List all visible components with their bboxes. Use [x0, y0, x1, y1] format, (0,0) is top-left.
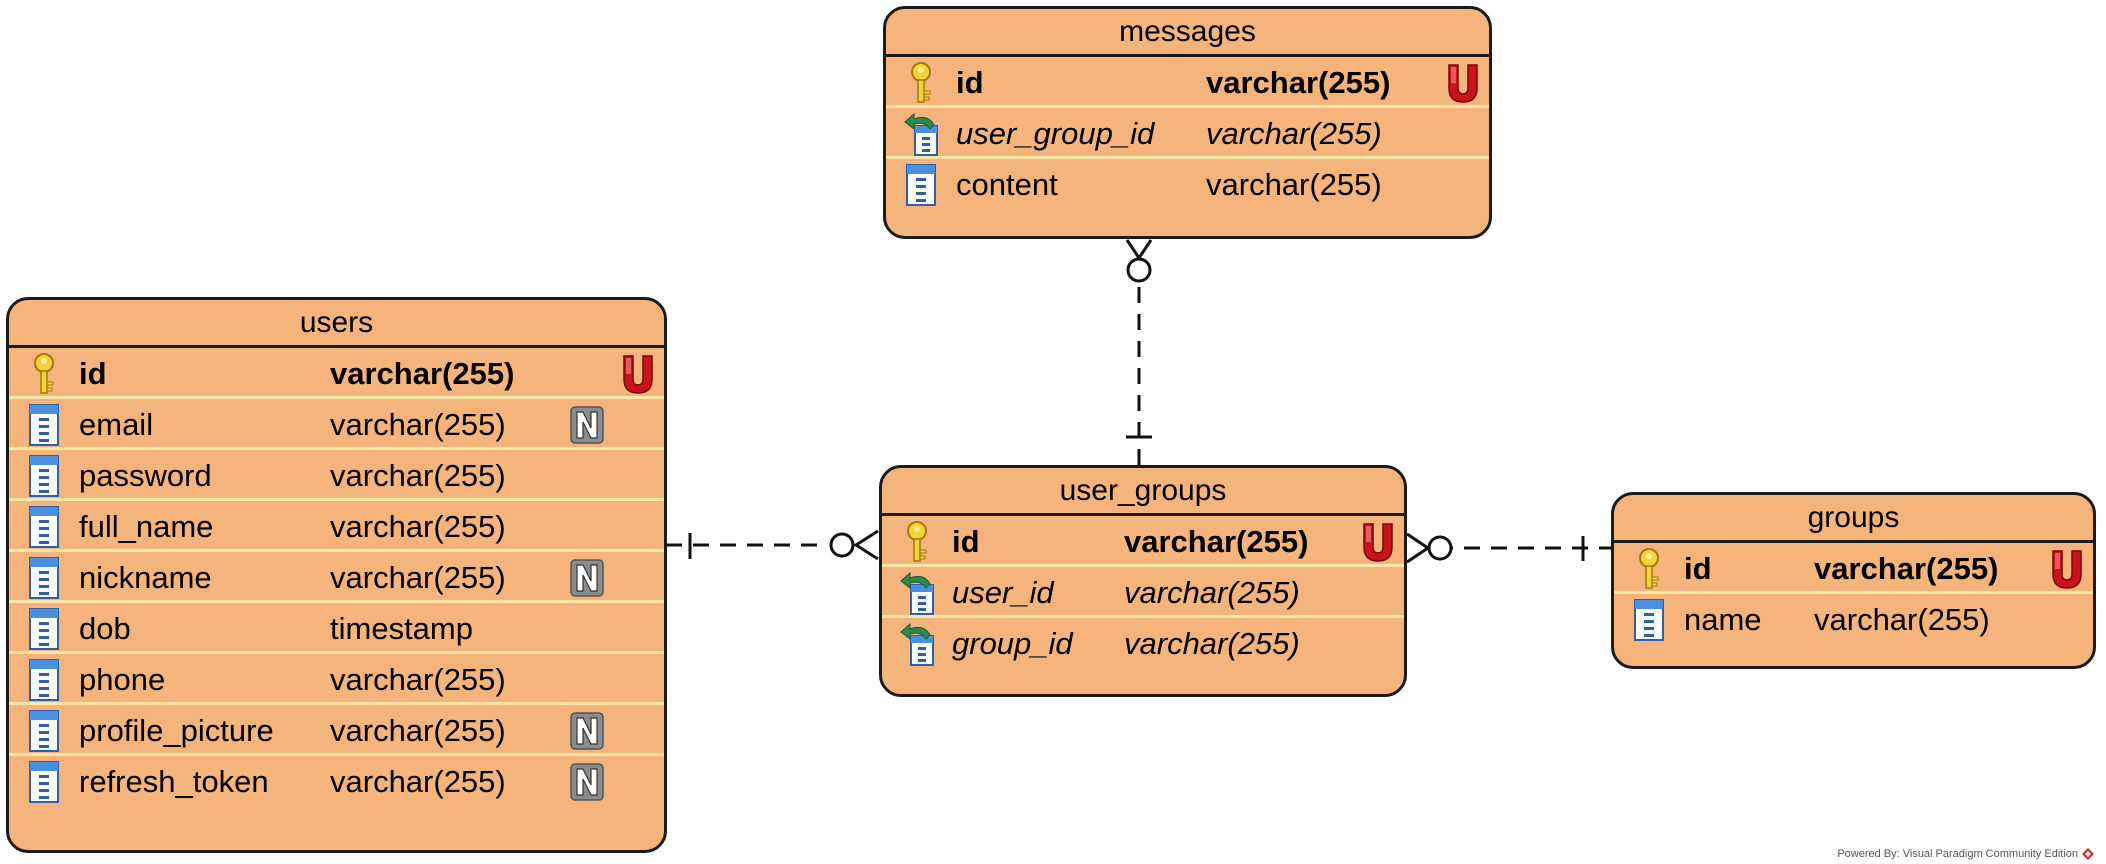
- relationship-groups-user-groups[interactable]: [1406, 532, 1615, 564]
- zero-optional-marker: [1427, 535, 1453, 561]
- column-name: id: [952, 524, 980, 559]
- column-type: varchar(255): [330, 764, 506, 799]
- column-icon: [27, 760, 61, 804]
- zero-optional-marker: [1126, 257, 1152, 283]
- column-name: content: [956, 167, 1058, 202]
- column-row-dob[interactable]: dob timestamp: [9, 603, 664, 654]
- nullable-badge-icon: [569, 405, 605, 445]
- column-icon: [27, 403, 61, 447]
- zero-optional-marker: [829, 532, 855, 558]
- column-name: name: [1684, 602, 1762, 637]
- column-row-id[interactable]: id varchar(255): [886, 57, 1489, 108]
- key-icon: [900, 520, 934, 564]
- column-name: id: [79, 356, 107, 391]
- column-name: password: [79, 458, 212, 493]
- unique-badge-icon: [2049, 549, 2085, 589]
- column-icon: [27, 658, 61, 702]
- entity-groups[interactable]: groups id varchar(255) name varchar(255): [1611, 492, 2096, 669]
- column-name: phone: [79, 662, 166, 697]
- column-icon: [27, 709, 61, 753]
- unique-badge-icon: [1360, 522, 1396, 562]
- column-row-id[interactable]: id varchar(255): [1614, 543, 2093, 594]
- column-row-user-group-id[interactable]: user_group_id varchar(255): [886, 108, 1489, 159]
- foreign-key-column-icon: [904, 112, 938, 156]
- relationship-user-groups-messages[interactable]: [1125, 239, 1153, 465]
- column-row-phone[interactable]: phone varchar(255): [9, 654, 664, 705]
- column-icon: [904, 163, 938, 207]
- column-type: varchar(255): [330, 662, 506, 697]
- column-row-email[interactable]: email varchar(255): [9, 399, 664, 450]
- many-crowfoot-marker: [853, 529, 879, 561]
- column-type: timestamp: [330, 611, 473, 646]
- column-name: user_group_id: [956, 116, 1155, 151]
- entity-title: groups: [1614, 495, 2093, 543]
- column-type: varchar(255): [330, 458, 506, 493]
- column-icon: [27, 607, 61, 651]
- column-type: varchar(255): [330, 407, 506, 442]
- unique-badge-icon: [620, 354, 656, 394]
- nullable-badge-icon: [569, 558, 605, 598]
- column-type: varchar(255): [1124, 524, 1309, 559]
- many-crowfoot-marker: [1406, 532, 1431, 564]
- column-row-content[interactable]: content varchar(255): [886, 159, 1489, 210]
- column-row-user-id[interactable]: user_id varchar(255): [882, 567, 1404, 618]
- column-type: varchar(255): [1206, 167, 1382, 202]
- key-icon: [904, 61, 938, 105]
- column-type: varchar(255): [1124, 575, 1300, 610]
- column-row-id[interactable]: id varchar(255): [9, 348, 664, 399]
- column-type: varchar(255): [330, 713, 506, 748]
- column-name: refresh_token: [79, 764, 269, 799]
- column-name: dob: [79, 611, 131, 646]
- column-row-full-name[interactable]: full_name varchar(255): [9, 501, 664, 552]
- column-name: profile_picture: [79, 713, 274, 748]
- entity-title: messages: [886, 9, 1489, 57]
- powered-by-footer: Powered By: Visual Paradigm Community Ed…: [1837, 848, 2094, 860]
- column-type: varchar(255): [1206, 116, 1382, 151]
- column-row-password[interactable]: password varchar(255): [9, 450, 664, 501]
- column-icon: [1632, 598, 1666, 642]
- foreign-key-column-icon: [900, 571, 934, 615]
- key-icon: [27, 352, 61, 396]
- column-name: full_name: [79, 509, 214, 544]
- nullable-badge-icon: [569, 711, 605, 751]
- key-icon: [1632, 547, 1666, 591]
- column-icon: [27, 505, 61, 549]
- unique-badge-icon: [1445, 63, 1481, 103]
- column-row-id[interactable]: id varchar(255): [882, 516, 1404, 567]
- column-name: id: [1684, 551, 1712, 586]
- column-type: varchar(255): [1124, 626, 1300, 661]
- visual-paradigm-logo-icon: [2082, 848, 2094, 860]
- entity-title: user_groups: [882, 468, 1404, 516]
- column-icon: [27, 454, 61, 498]
- foreign-key-column-icon: [900, 622, 934, 666]
- column-name: group_id: [952, 626, 1073, 661]
- relationship-users-user-groups[interactable]: [666, 529, 879, 561]
- column-type: varchar(255): [330, 560, 506, 595]
- entity-title: users: [9, 300, 664, 348]
- column-name: user_id: [952, 575, 1054, 610]
- column-type: varchar(255): [1814, 602, 1990, 637]
- many-crowfoot-marker: [1125, 239, 1153, 261]
- column-type: varchar(255): [1206, 65, 1391, 100]
- column-row-name[interactable]: name varchar(255): [1614, 594, 2093, 645]
- column-type: varchar(255): [330, 509, 506, 544]
- column-name: id: [956, 65, 984, 100]
- column-row-group-id[interactable]: group_id varchar(255): [882, 618, 1404, 669]
- column-type: varchar(255): [1814, 551, 1999, 586]
- column-name: nickname: [79, 560, 212, 595]
- footer-text: Powered By: Visual Paradigm Community Ed…: [1837, 848, 2078, 860]
- column-row-refresh-token[interactable]: refresh_token varchar(255): [9, 756, 664, 807]
- column-icon: [27, 556, 61, 600]
- column-type: varchar(255): [330, 356, 515, 391]
- nullable-badge-icon: [569, 762, 605, 802]
- column-name: email: [79, 407, 154, 442]
- column-row-profile-picture[interactable]: profile_picture varchar(255): [9, 705, 664, 756]
- column-row-nickname[interactable]: nickname varchar(255): [9, 552, 664, 603]
